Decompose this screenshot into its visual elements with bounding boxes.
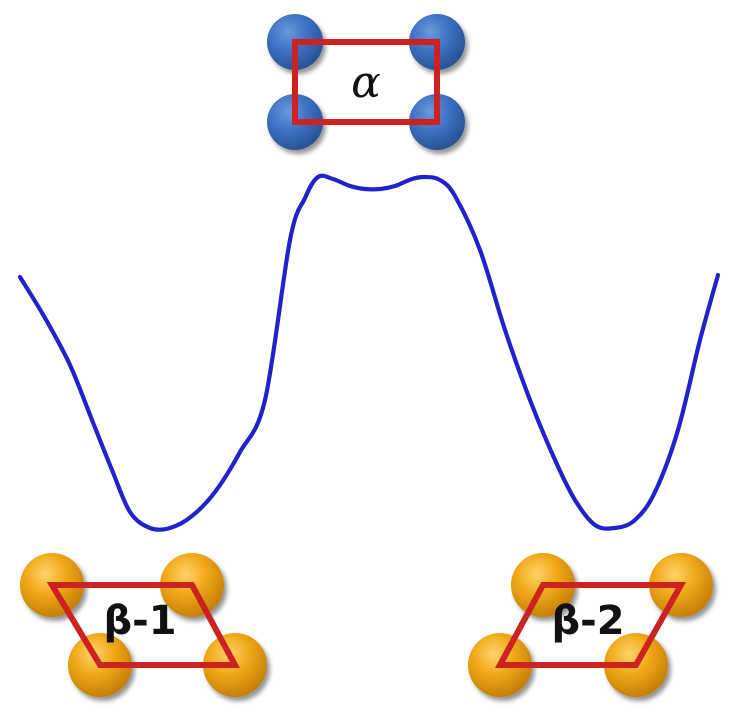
structure-alpha: α (267, 14, 465, 150)
structure-beta-2: β-2 (468, 553, 713, 697)
unit-cell-beta-2 (494, 582, 687, 668)
energy-landscape-curve (17, 173, 721, 532)
phase-label-beta-2: β-2 (551, 598, 624, 644)
phase-label-alpha: α (351, 57, 381, 108)
unit-cell-alpha (292, 39, 440, 125)
unit-cell-beta-1 (46, 582, 241, 668)
phase-label-beta-1: β-1 (103, 598, 176, 644)
curve-path (17, 173, 721, 532)
structure-beta-1: β-1 (20, 553, 267, 697)
